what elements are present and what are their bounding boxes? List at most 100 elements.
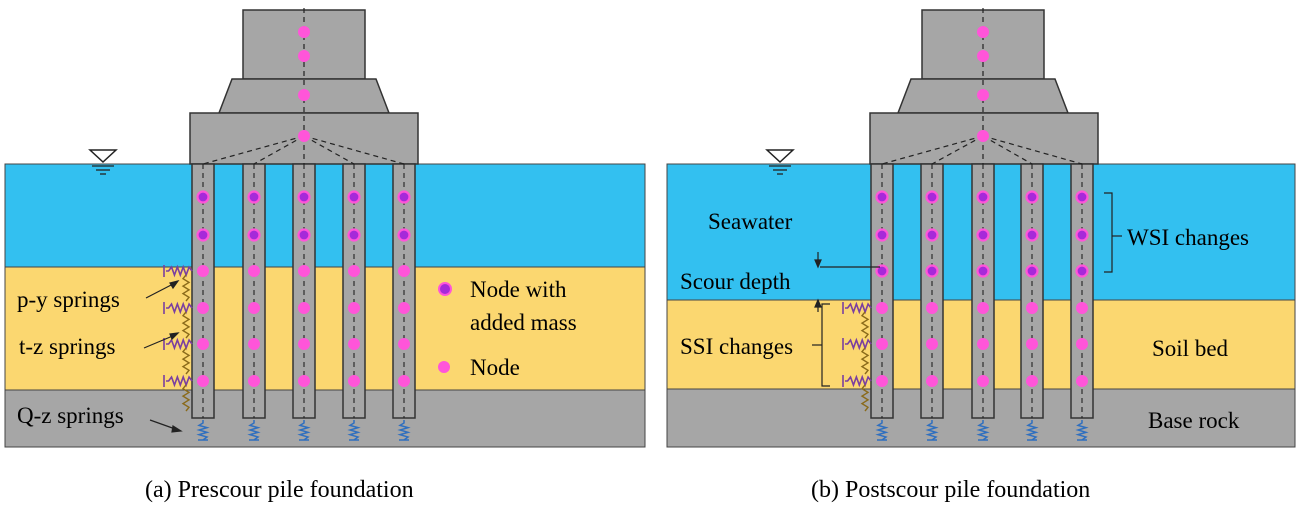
soil-layer-a — [4, 266, 646, 391]
node-2-4 — [248, 375, 260, 387]
pier-node-3 — [298, 89, 310, 101]
ssi-bracket — [812, 303, 830, 387]
qz-spring-5 — [397, 420, 411, 441]
node-mass-2-1 — [925, 190, 939, 204]
qz-spring-1 — [875, 420, 889, 441]
node-1-1 — [197, 265, 209, 277]
label-seawater: Seawater — [708, 209, 793, 234]
node-2-1 — [926, 302, 938, 314]
node-mass-3-2 — [976, 228, 990, 242]
node-5-2 — [1076, 338, 1088, 350]
tz-spring-2 — [181, 311, 191, 339]
node-mass-4-1 — [1025, 190, 1039, 204]
node-mass-4-3 — [1025, 264, 1039, 278]
nodes-a — [196, 26, 411, 387]
qz-spring-5 — [1075, 420, 1089, 441]
node-mass-3-3 — [976, 264, 990, 278]
node-mass-2-3 — [925, 264, 939, 278]
tz-spring-2 — [860, 347, 870, 375]
water-level-triangle-icon — [765, 149, 795, 175]
wsi-bracket — [1104, 192, 1122, 273]
node-4-1 — [348, 265, 360, 277]
arrow-tz — [143, 332, 180, 349]
py-spring-2 — [845, 337, 872, 351]
tz-spring-4 — [181, 384, 191, 412]
node-mass-4-1 — [347, 190, 361, 204]
node-mass-3-1 — [976, 190, 990, 204]
cap-dash-line-5 — [982, 135, 1083, 165]
node-mass-1-1 — [875, 190, 889, 204]
py-spring-1 — [166, 264, 193, 278]
qz-spring-4 — [1025, 420, 1039, 441]
tz-spring-3 — [181, 347, 191, 375]
label-scour-depth: Scour depth — [680, 269, 791, 294]
node-3-3 — [298, 338, 310, 350]
node-1-1 — [876, 302, 888, 314]
springs-a — [163, 264, 411, 441]
label-wsi-changes: WSI changes — [1127, 225, 1249, 250]
node-3-3 — [977, 375, 989, 387]
tz-spring-1 — [860, 311, 870, 339]
water-layer-a — [4, 163, 646, 268]
legend-node-mass-label-1: Node with — [470, 277, 567, 302]
node-mass-1-2 — [196, 228, 210, 242]
label-ssi-changes: SSI changes — [680, 334, 793, 359]
pier-node-1 — [298, 26, 310, 38]
node-5-2 — [398, 302, 410, 314]
node-4-1 — [1026, 302, 1038, 314]
node-2-3 — [248, 338, 260, 350]
pier-node-2 — [977, 50, 989, 62]
node-1-4 — [197, 375, 209, 387]
springs-b — [842, 301, 1089, 441]
node-mass-5-2 — [397, 228, 411, 242]
caption-b: (b) Postscour pile foundation — [811, 477, 1090, 503]
py-spring-3 — [166, 337, 193, 351]
py-spring-1 — [845, 301, 872, 315]
py-spring-2 — [166, 301, 193, 315]
node-5-4 — [398, 375, 410, 387]
node-1-2 — [197, 302, 209, 314]
node-1-3 — [197, 338, 209, 350]
cap-dash-line-2 — [931, 135, 984, 165]
label-qz-springs: Q-z springs — [17, 403, 124, 428]
piles-a — [191, 163, 416, 419]
node-mass-1-1 — [196, 190, 210, 204]
node-4-3 — [1026, 375, 1038, 387]
node-mass-2-1 — [247, 190, 261, 204]
py-spring-4 — [166, 374, 193, 388]
node-4-4 — [348, 375, 360, 387]
node-4-2 — [348, 302, 360, 314]
node-2-1 — [248, 265, 260, 277]
arrow-py — [145, 280, 180, 299]
label-tz-springs: t-z springs — [19, 334, 116, 359]
node-5-1 — [1076, 302, 1088, 314]
node-mass-2-2 — [247, 228, 261, 242]
nodes-b — [875, 26, 1089, 387]
node-4-3 — [348, 338, 360, 350]
node-mass-4-2 — [1025, 228, 1039, 242]
node-mass-3-1 — [297, 190, 311, 204]
water-level-triangle-icon — [88, 149, 118, 175]
pier-node-2 — [298, 50, 310, 62]
scour-depth-marker — [814, 252, 880, 312]
pier-node-4 — [977, 130, 989, 142]
arrow-qz — [149, 419, 183, 433]
node-mass-1-3 — [875, 264, 889, 278]
node-5-1 — [398, 265, 410, 277]
rock-layer-a — [4, 389, 646, 448]
legend-node-label: Node — [470, 355, 520, 380]
node-3-2 — [298, 302, 310, 314]
cap-dash-line-2 — [253, 135, 305, 165]
qz-spring-3 — [976, 420, 990, 441]
node-1-2 — [876, 338, 888, 350]
node-mass-5-3 — [1075, 264, 1089, 278]
tz-spring-1 — [181, 274, 191, 302]
node-mass-1-2 — [875, 228, 889, 242]
node-mass-5-1 — [1075, 190, 1089, 204]
qz-spring-1 — [196, 420, 210, 441]
node-2-2 — [248, 302, 260, 314]
tz-spring-3 — [860, 384, 870, 412]
qz-spring-2 — [925, 420, 939, 441]
pier-node-3 — [977, 89, 989, 101]
